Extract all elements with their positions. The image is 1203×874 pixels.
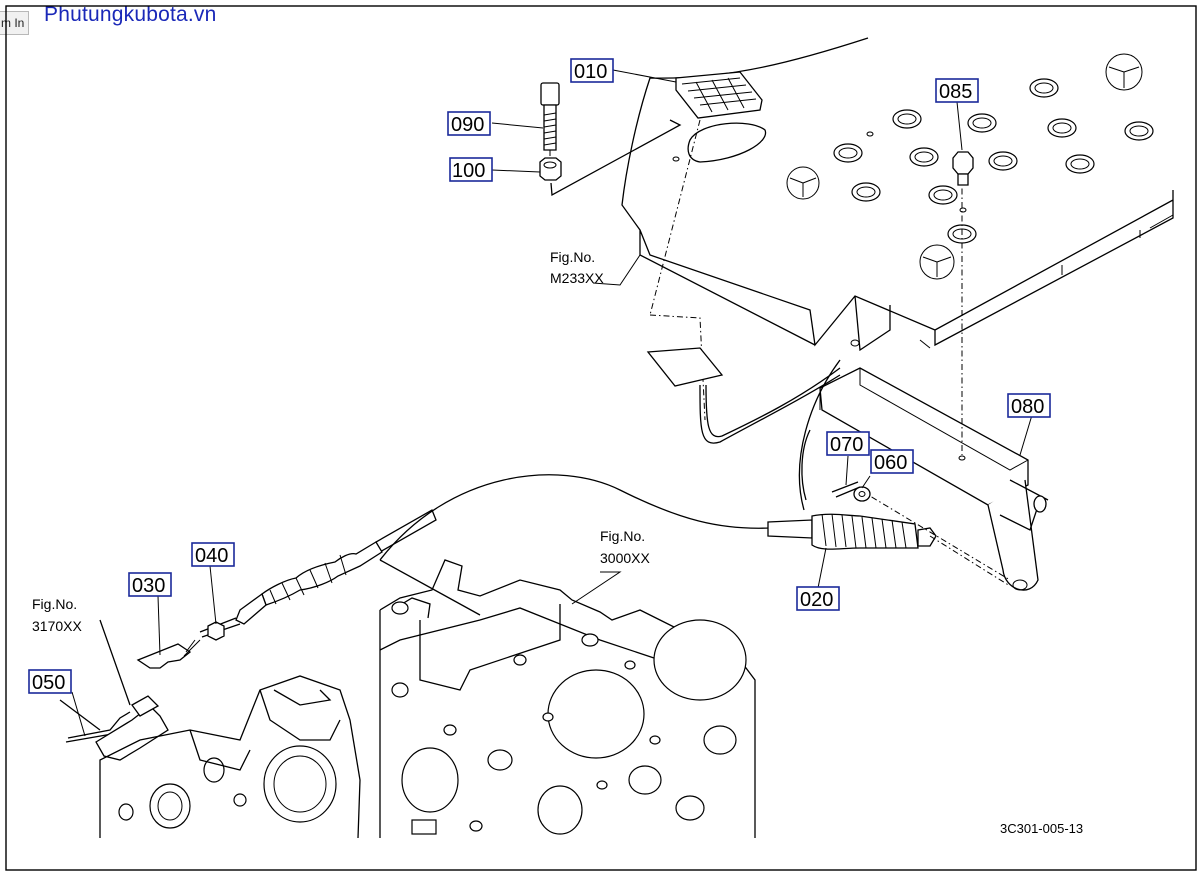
fig-ref-m233xx[interactable]: Fig.No. M233XX [550, 249, 604, 286]
governor-lever-part [59, 619, 169, 761]
rod-boot-part [199, 509, 481, 638]
part-label-090-text: 090 [451, 114, 484, 136]
site-title[interactable]: Phutungkubota.vn [44, 3, 217, 26]
part-label-070[interactable]: 070 [826, 431, 870, 456]
part-label-050-text: 050 [32, 672, 65, 694]
part-label-060-text: 060 [874, 452, 907, 474]
part-label-090[interactable]: 090 [447, 111, 491, 136]
part-label-020[interactable]: 020 [796, 586, 840, 611]
fig-ref-code: 3170XX [32, 618, 82, 634]
part-label-080[interactable]: 080 [1007, 393, 1051, 418]
part-label-040[interactable]: 040 [191, 542, 235, 567]
fig-ref-label: Fig.No. [600, 528, 645, 544]
spring-cable-part [379, 359, 1011, 587]
part-label-070-text: 070 [830, 434, 863, 456]
zoom-in-button[interactable]: m In [0, 11, 30, 35]
part-label-100-text: 100 [452, 160, 485, 182]
part-label-060[interactable]: 060 [870, 449, 914, 474]
part-label-085-text: 085 [939, 81, 972, 103]
part-label-010[interactable]: 010 [570, 58, 614, 83]
clip-lead [183, 639, 201, 657]
fig-ref-code: 3000XX [600, 550, 650, 566]
part-label-100[interactable]: 100 [449, 157, 493, 182]
nut-part [207, 621, 225, 641]
fig-ref-3000xx[interactable]: Fig.No. 3000XX [600, 528, 650, 566]
fig-ref-label: Fig.No. [32, 596, 77, 612]
fig-ref-3170xx[interactable]: Fig.No. 3170XX [32, 596, 82, 634]
part-label-030[interactable]: 030 [128, 572, 172, 597]
engine-block-drawing [379, 559, 756, 838]
bracket-part [819, 151, 1049, 591]
fig-ref-label: Fig.No. [550, 249, 595, 265]
part-label-050[interactable]: 050 [28, 669, 72, 694]
bolt-and-nut-part [539, 82, 682, 197]
diagram-border [5, 5, 1197, 871]
pedal-pad-part [646, 71, 841, 444]
drawing-number: 3C301-005-13 [1000, 821, 1083, 836]
gear-case-drawing [99, 675, 361, 839]
part-label-020-text: 020 [800, 589, 833, 611]
clip-part [136, 643, 192, 669]
leader-lines [71, 69, 1033, 737]
part-label-085[interactable]: 085 [935, 78, 979, 103]
part-label-040-text: 040 [195, 545, 228, 567]
part-label-010-text: 010 [574, 61, 607, 83]
fig-ref-code: M233XX [550, 270, 604, 286]
part-label-030-text: 030 [132, 575, 165, 597]
part-label-080-text: 080 [1011, 396, 1044, 418]
